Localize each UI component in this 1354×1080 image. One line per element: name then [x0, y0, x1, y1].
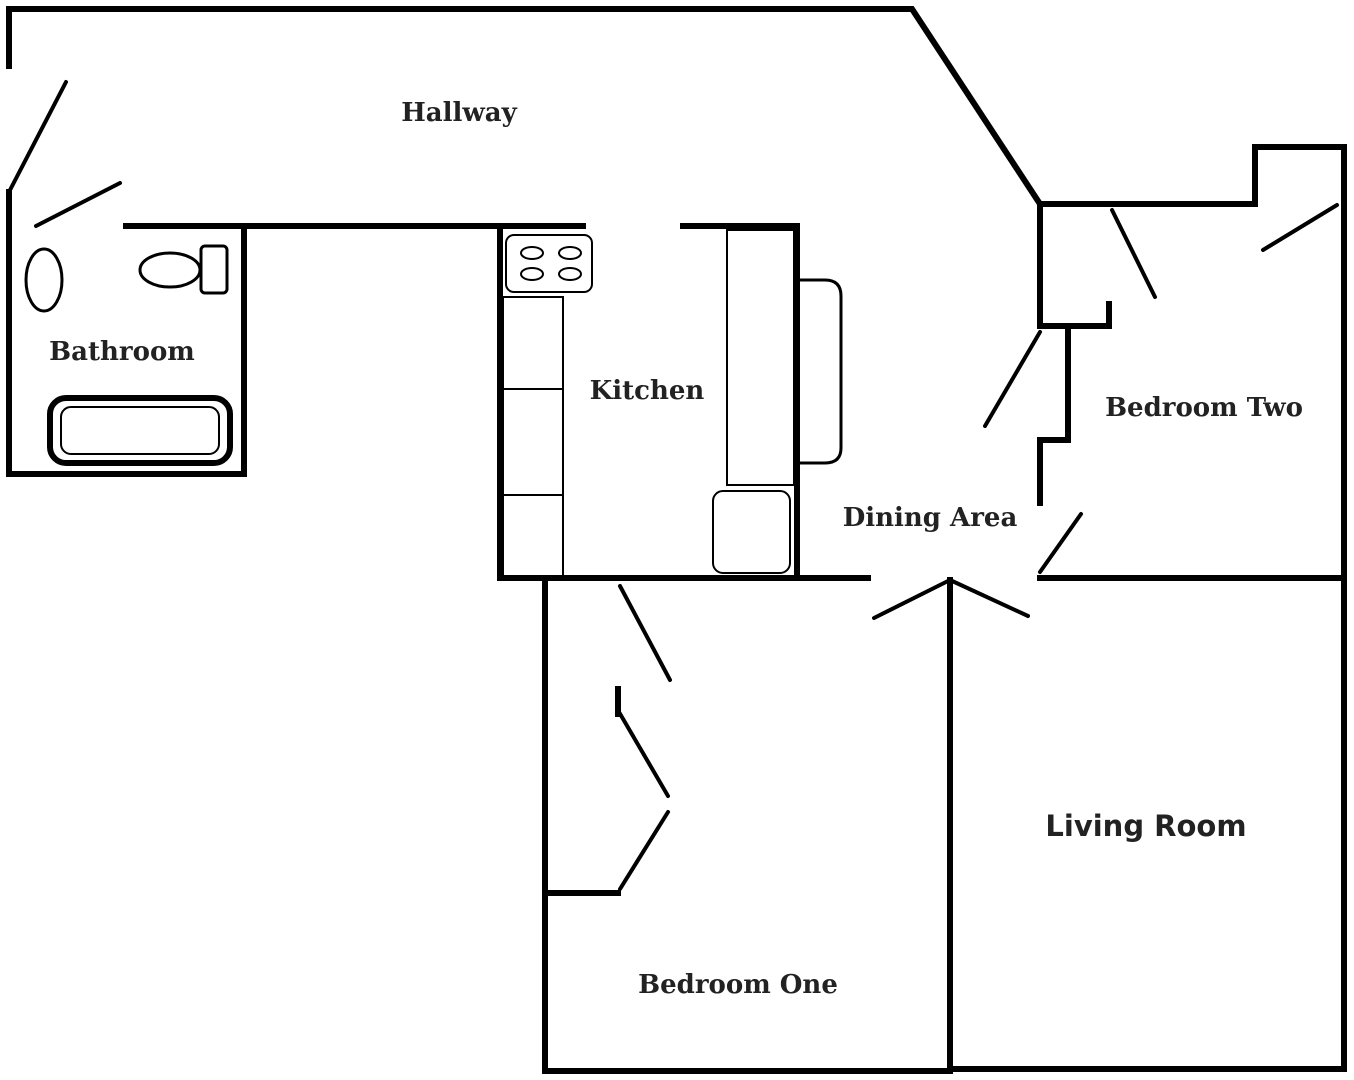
bathtub-icon	[47, 395, 233, 466]
kitchen-walls	[497, 223, 871, 581]
left-counter	[502, 296, 564, 577]
stove-icon	[505, 234, 593, 293]
kitchen-label: Kitchen	[590, 376, 705, 406]
bedroom-two-label: Bedroom Two	[1105, 393, 1303, 423]
bathroom-label: Bathroom	[49, 337, 195, 367]
living-room-door	[872, 578, 1030, 620]
bedroom-two-walls	[1037, 144, 1347, 1072]
bedroom-one-label: Bedroom One	[638, 970, 838, 1000]
dining-area-label: Dining Area	[843, 503, 1018, 533]
kitchen-island	[800, 278, 843, 465]
hallway-label: Hallway	[401, 98, 517, 128]
bedroom-one-walls	[542, 575, 953, 1074]
living-room-walls	[947, 577, 1347, 1072]
fridge-icon	[712, 490, 791, 574]
sink-icon	[24, 247, 64, 313]
toilet-icon	[138, 244, 229, 295]
bathroom-walls	[6, 223, 247, 477]
hallway-walls	[6, 6, 1045, 229]
hallway-entry-door	[7, 80, 122, 228]
bedroom-one-doors	[617, 584, 672, 891]
right-counter	[726, 229, 795, 486]
bedroom-two-doors	[983, 203, 1339, 574]
living-room-label: Living Room	[1045, 809, 1246, 843]
